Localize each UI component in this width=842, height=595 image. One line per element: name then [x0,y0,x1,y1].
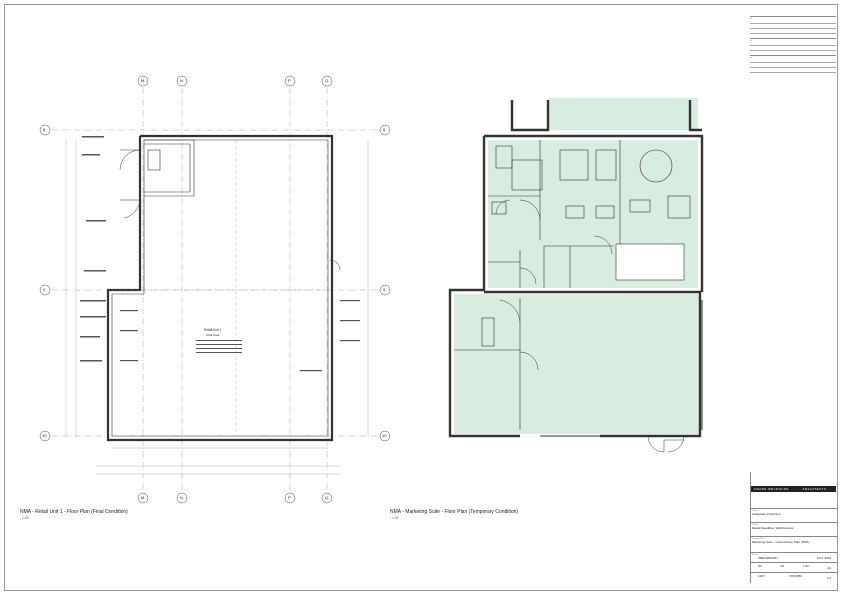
title-block: Client Castlyside Properties Project Mai… [750,472,837,583]
grid-label-10-right: 10 [382,433,387,438]
left-plan [39,75,391,504]
drawing-title-right: NMA - Marketing Suite - Floor Plan (Temp… [390,509,519,515]
grid-label-m-top: M [141,78,145,83]
project-value: Maidenhead/Isle: Walthamstow [752,526,794,530]
grid-label-q-bottom: Q [325,495,329,500]
grid-bubbles-left [39,75,391,504]
doors-right [495,199,685,453]
sheet-border [4,4,838,591]
date-value: JULY 2020 [816,556,831,560]
dimension-lines-left [65,140,369,475]
status-value: PRELIMINARY [758,556,779,560]
tb-drawing-title: Drawing Title Marketing Suite - Ground F… [751,536,837,552]
grid-label-10-left: 10 [42,433,47,438]
revision-value: P1 [827,576,831,580]
interior-right [454,140,691,430]
grid-label-8-left: 8 [43,127,46,132]
tb-project: Project Maidenhead/Isle: Walthamstow [751,522,837,536]
drawing-title-value: Marketing Suite - Ground Floor Plan (NMA… [752,540,810,544]
inner-walls-left [111,139,329,437]
title-block-brand: FRANK REYNOLDS ARCHITECTS [750,486,836,492]
tb-drawn: PA PA 1:50 A1 [751,562,837,572]
walls-right [448,100,704,438]
tb-numbers: 1207 P(00)050 P1 [751,572,837,583]
drawn-value: PA [758,564,762,568]
brand-name: FRANK REYNOLDS [754,487,789,491]
grid-label-n-bottom: N [180,495,183,500]
doors-left [119,149,341,271]
tb-client: Client Castlyside Properties [751,508,837,522]
right-plan [448,98,704,453]
grid-label-p-bottom: P [288,495,291,500]
drawing-no-value: P(00)050 [789,574,802,578]
drawing-scale-right: 1:50 [392,516,399,520]
size-value: A1 [827,566,831,570]
job-no-value: 1207 [758,574,765,578]
room-label: Retail Unit 1 [204,328,222,332]
grid-label-9-left: 9 [43,287,46,292]
grid-label-q-top: Q [325,78,329,83]
grid-label-9-right: 9 [383,287,386,292]
drawing-scale-left: 1:50 [22,516,29,520]
windows-right [449,300,703,437]
tb-status: Status PRELIMINARY JULY 2020 [751,552,837,562]
room-sublabel: Total Area [206,333,220,337]
grid-label-p-top: P [288,78,291,83]
checked-value: PA [780,564,785,568]
annotation-marks-left [80,136,360,372]
grid-label-8-right: 8 [383,127,386,132]
client-value: Castlyside Properties [752,512,781,516]
drawing-title-left: NMA - Retail Unit 1 - Floor Plan (Final … [20,509,128,515]
walls-left [106,134,334,442]
grid-label-n-top: N [180,78,183,83]
scale-value: 1:50 [802,564,809,568]
brand-suffix: ARCHITECTS [802,487,827,491]
general-notes: — — — [750,14,836,75]
grid-label-m-bottom: M [141,495,145,500]
